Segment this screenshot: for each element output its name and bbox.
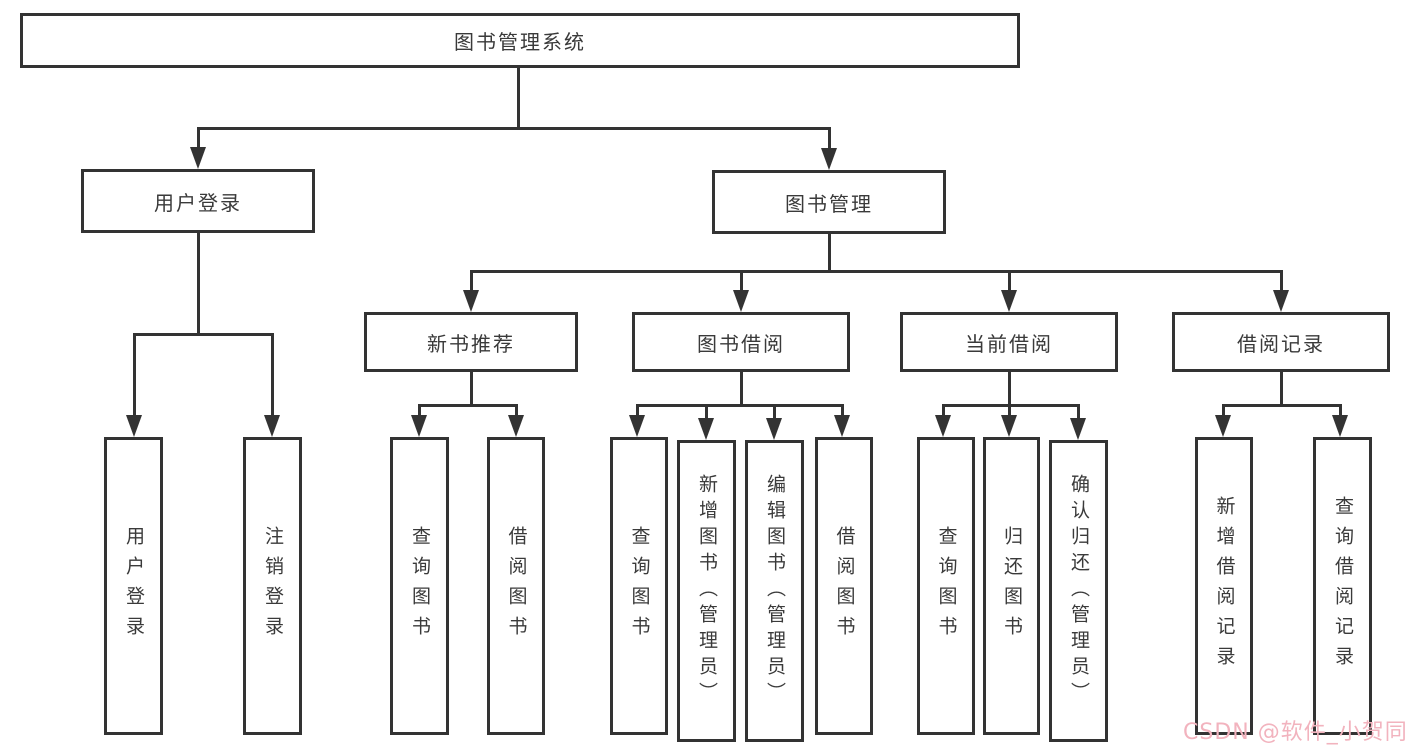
- connector-line: [636, 404, 844, 407]
- arrow-down-icon: [834, 415, 850, 437]
- connector-line: [942, 404, 945, 418]
- node-root-label: 图书管理系统: [454, 30, 586, 54]
- connector-line: [1280, 270, 1283, 294]
- arrow-down-icon: [821, 148, 837, 170]
- connector-line: [470, 372, 473, 407]
- node-root: 图书管理系统: [20, 13, 1020, 68]
- connector-line: [517, 68, 520, 129]
- leaf-borrow-query-books: 查询图书: [610, 437, 668, 735]
- connector-line: [133, 333, 136, 417]
- arrow-down-icon: [463, 290, 479, 312]
- connector-line: [470, 270, 473, 294]
- connector-line: [515, 404, 518, 418]
- connector-line: [1339, 404, 1342, 418]
- connector-line: [1222, 404, 1225, 418]
- connector-line: [1222, 404, 1342, 407]
- node-current-borrow: 当前借阅: [900, 312, 1118, 372]
- arrow-down-icon: [629, 415, 645, 437]
- leaf-newbook-query-books-label: 查询图书: [409, 526, 431, 646]
- connector-line: [942, 404, 1080, 407]
- leaf-newbook-borrow-books: 借阅图书: [487, 437, 545, 735]
- leaf-newbook-query-books: 查询图书: [390, 437, 449, 735]
- arrow-down-icon: [733, 290, 749, 312]
- connector-line: [740, 270, 743, 294]
- leaf-logout-label: 注销登录: [262, 526, 284, 646]
- arrow-down-icon: [1215, 415, 1231, 437]
- node-user-login-label: 用户登录: [154, 190, 242, 215]
- node-book-borrow: 图书借阅: [632, 312, 850, 372]
- connector-line: [1077, 404, 1080, 420]
- arrow-down-icon: [264, 415, 280, 437]
- arrow-down-icon: [190, 147, 206, 169]
- node-book-borrow-label: 图书借阅: [697, 331, 785, 356]
- node-current-borrow-label: 当前借阅: [965, 331, 1053, 356]
- node-borrow-records-label: 借阅记录: [1237, 331, 1325, 356]
- leaf-user-login: 用户登录: [104, 437, 163, 735]
- connector-line: [1280, 372, 1283, 407]
- leaf-current-confirm-return-admin: 确认归还（管理员）: [1049, 440, 1108, 742]
- leaf-records-query-record: 查询借阅记录: [1313, 437, 1372, 735]
- connector-line: [1008, 270, 1011, 294]
- connector-line: [1008, 404, 1011, 418]
- connector-line: [1008, 372, 1011, 407]
- arrow-down-icon: [411, 415, 427, 437]
- node-user-login: 用户登录: [81, 169, 315, 233]
- connector-line: [197, 127, 200, 151]
- arrow-down-icon: [1273, 290, 1289, 312]
- leaf-borrow-add-books-admin: 新增图书（管理员）: [677, 440, 736, 742]
- leaf-current-query-books-label: 查询图书: [935, 526, 958, 646]
- connector-line: [841, 404, 844, 418]
- connector-line: [197, 127, 830, 130]
- arrow-down-icon: [1070, 418, 1086, 440]
- leaf-current-return-books-label: 归还图书: [1001, 526, 1023, 646]
- arrow-down-icon: [1001, 290, 1017, 312]
- connector-line: [470, 270, 1282, 273]
- leaf-borrow-edit-books-admin: 编辑图书（管理员）: [745, 440, 804, 742]
- connector-line: [773, 404, 776, 420]
- arrow-down-icon: [766, 418, 782, 440]
- arrow-down-icon: [698, 418, 714, 440]
- node-new-book-recommend: 新书推荐: [364, 312, 578, 372]
- connector-line: [418, 404, 518, 407]
- leaf-borrow-borrow-books: 借阅图书: [815, 437, 873, 735]
- connector-line: [636, 404, 639, 418]
- arrow-down-icon: [1001, 415, 1017, 437]
- leaf-user-login-label: 用户登录: [123, 526, 145, 646]
- arrow-down-icon: [935, 415, 951, 437]
- csdn-watermark: CSDN @软件_小贺同学: [1183, 720, 1405, 745]
- connector-line: [418, 404, 421, 418]
- leaf-logout: 注销登录: [243, 437, 302, 735]
- leaf-borrow-add-books-admin-label: 新增图书（管理员）: [696, 474, 718, 708]
- arrow-down-icon: [1332, 415, 1348, 437]
- connector-line: [271, 333, 274, 417]
- leaf-records-query-record-label: 查询借阅记录: [1332, 496, 1354, 676]
- connector-line: [828, 234, 831, 272]
- node-book-management: 图书管理: [712, 170, 946, 234]
- leaf-current-confirm-return-admin-label: 确认归还（管理员）: [1068, 474, 1090, 708]
- leaf-borrow-query-books-label: 查询图书: [628, 526, 651, 646]
- leaf-newbook-borrow-books-label: 借阅图书: [505, 526, 528, 646]
- connector-line: [828, 127, 831, 151]
- node-new-book-recommend-label: 新书推荐: [427, 331, 515, 356]
- arrow-down-icon: [126, 415, 142, 437]
- arrow-down-icon: [508, 415, 524, 437]
- connector-line: [740, 372, 743, 407]
- node-borrow-records: 借阅记录: [1172, 312, 1390, 372]
- connector-line: [197, 233, 200, 335]
- leaf-current-query-books: 查询图书: [917, 437, 975, 735]
- connector-line: [133, 333, 274, 336]
- leaf-records-add-record-label: 新增借阅记录: [1213, 496, 1236, 676]
- leaf-current-return-books: 归还图书: [983, 437, 1040, 735]
- leaf-borrow-edit-books-admin-label: 编辑图书（管理员）: [764, 474, 786, 708]
- node-book-management-label: 图书管理: [785, 191, 873, 216]
- leaf-borrow-borrow-books-label: 借阅图书: [833, 526, 856, 646]
- leaf-records-add-record: 新增借阅记录: [1195, 437, 1253, 735]
- connector-line: [705, 404, 708, 420]
